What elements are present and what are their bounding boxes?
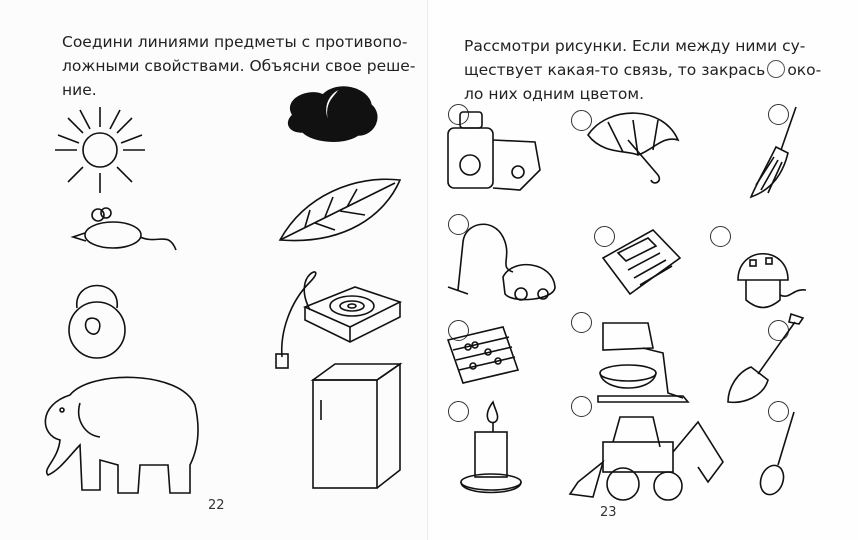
right-instruction: Рассмотри рисунки. Если между ними су- щ… [464, 34, 821, 106]
leaf-picture [278, 178, 402, 242]
vacuum-cleaner-picture [447, 223, 556, 301]
color-circle-broom[interactable] [768, 104, 789, 125]
page-number: 22 [208, 498, 225, 513]
left-page: Соедини линиями предметы с противопо- ло… [0, 0, 428, 540]
color-circle-spoon[interactable] [768, 401, 789, 422]
right-page: Рассмотри рисунки. Если между ними су- щ… [428, 0, 858, 540]
instruction-line: ло них одним цветом. [464, 85, 645, 103]
color-circle-calculator[interactable] [594, 226, 615, 247]
color-circle-lamp[interactable] [710, 226, 731, 247]
electric-stove-picture [275, 271, 403, 369]
color-circle-meat-grinder[interactable] [448, 104, 469, 125]
color-circle-vacuum[interactable] [448, 214, 469, 235]
lamp-picture [737, 253, 807, 309]
instruction-line: ложными свойствами. Объясни свое реше- [62, 57, 416, 75]
broom-picture [749, 106, 797, 199]
sun-picture [55, 107, 145, 193]
circle-icon [767, 60, 786, 78]
spoon-picture [759, 411, 795, 496]
kettlebell-picture [68, 284, 126, 359]
candle-picture [460, 400, 522, 494]
abacus-picture [446, 326, 520, 384]
instruction-line: Соедини линиями предметы с противопо- [62, 33, 408, 51]
instruction-line: ществует какая-то связь, то закрась око- [464, 58, 821, 82]
left-instruction: Соедини линиями предметы с противопо- ло… [62, 30, 415, 102]
umbrella-picture [587, 112, 680, 184]
mouse-picture [70, 207, 177, 251]
refrigerator-picture [310, 362, 403, 489]
instruction-text: око- [787, 61, 822, 79]
mixer-picture [597, 322, 690, 403]
excavator-picture [568, 416, 724, 501]
page-number: 23 [600, 505, 617, 520]
moon-night-picture [287, 86, 378, 142]
elephant-picture [44, 376, 199, 494]
instruction-text: ществует какая-то связь, то закрась [464, 61, 766, 79]
calculator-picture [601, 229, 682, 296]
color-circle-candle[interactable] [448, 401, 469, 422]
instruction-line: Рассмотри рисунки. Если между ними су- [464, 37, 806, 55]
instruction-line: ние. [62, 81, 97, 99]
shovel-picture [727, 312, 805, 404]
meat-grinder-picture [447, 111, 541, 191]
color-circle-excavator[interactable] [571, 396, 592, 417]
color-circle-mixer[interactable] [571, 312, 592, 333]
color-circle-umbrella[interactable] [571, 110, 592, 131]
